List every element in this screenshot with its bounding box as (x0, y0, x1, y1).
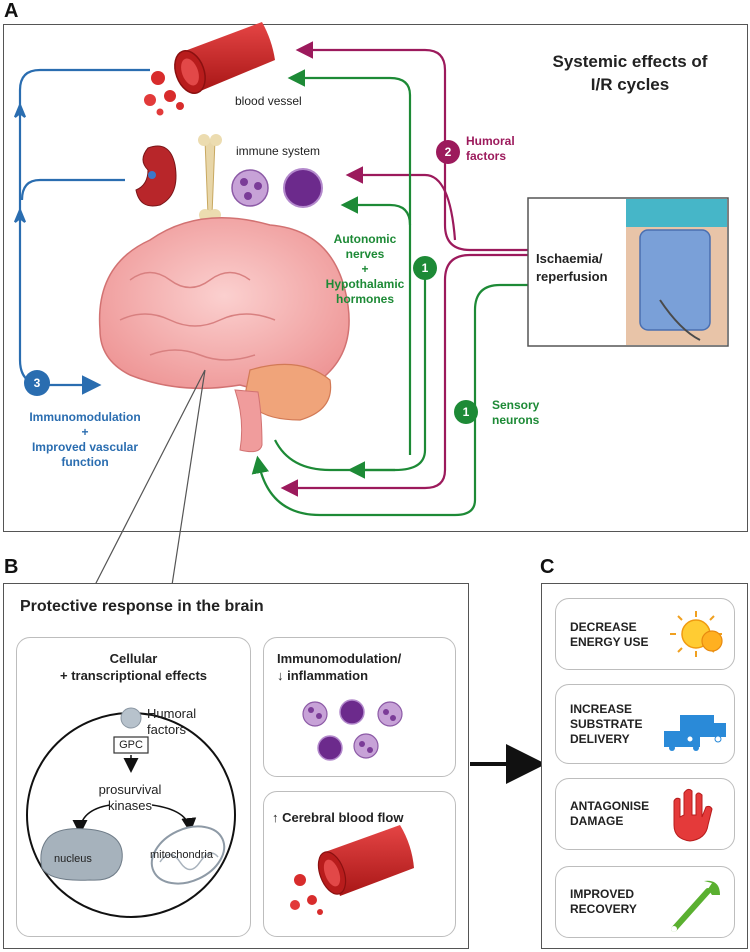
outcome-decrease-line1: DECREASE (570, 620, 637, 634)
cbf-label: Cerebral blood flow (282, 810, 404, 825)
cell-humoral-line1: Humoral (147, 706, 197, 721)
outcome-increase-delivery: INCREASE SUBSTRATE DELIVERY (555, 684, 735, 764)
sun-icon (670, 611, 723, 657)
arm-cuff-image (626, 199, 727, 345)
immune-system-image (135, 134, 323, 221)
ischaemia-line1: Ischaemia/ (536, 251, 603, 266)
panel-c-letter: C (540, 556, 555, 578)
wrench-icon (671, 880, 720, 932)
down-arrow-icon: ↓ (277, 668, 284, 683)
outcome-increase-text: INCREASE SUBSTRATE DELIVERY (570, 702, 642, 747)
humoral-number: 2 (444, 145, 452, 159)
outcome-antagonise-line2: DAMAGE (570, 814, 624, 828)
autonomic-line3: + (361, 262, 369, 276)
outcome-decrease-text: DECREASE ENERGY USE (570, 620, 648, 650)
cell-humoral-label: Humoral factors (147, 706, 196, 738)
sensory-number-badge (454, 400, 478, 424)
immuno-b-line1: Immunomodulation/ (277, 651, 402, 666)
blood-vessel-image (144, 22, 275, 116)
humoral-line2: factors (466, 149, 507, 163)
outcome-decrease-line2: ENERGY USE (570, 635, 649, 649)
outcome-decrease-energy: DECREASE ENERGY USE (555, 598, 735, 670)
autonomic-line4: Hypothalamic (325, 277, 405, 291)
cellular-line1: Cellular (109, 651, 158, 666)
gpc-box (113, 736, 149, 754)
outcome-improved-text: IMPROVED RECOVERY (570, 887, 637, 917)
panel-b-title: Protective response in the brain (20, 598, 264, 615)
sensory-label: Sensory neurons (492, 398, 539, 428)
cellular-line2: + transcriptional effects (59, 668, 208, 683)
zoom-lines (94, 369, 206, 586)
humoral-number-badge (436, 140, 460, 164)
up-arrow-icon: ↑ (272, 810, 279, 825)
immuno-b-title: Immunomodulation/ ↓ inflammation (277, 650, 401, 684)
sensory-line2: neurons (492, 413, 540, 427)
humoral-factor-ball (120, 707, 142, 729)
brain-image (98, 217, 350, 453)
immuno-line2: + (81, 425, 89, 439)
panel-a-letter: A (4, 0, 19, 22)
immuno-line4: function (61, 455, 109, 469)
immune-system-label: immune system (236, 144, 321, 158)
panel-a-title: Systemic effects of I/R cycles (520, 50, 740, 96)
humoral-label: Humoral factors (466, 134, 515, 164)
cellular-title: Cellular + transcriptional effects (16, 650, 251, 684)
immuno-line3: Improved vascular (31, 440, 139, 454)
cell-humoral-line2: factors (147, 722, 187, 737)
outcome-antagonise-line1: ANTAGONISE (570, 799, 650, 813)
autonomic-line5: hormones (335, 292, 394, 306)
immuno-b-line2-wrap: ↓ inflammation (277, 667, 401, 684)
humoral-line1: Humoral (466, 134, 515, 148)
panel-a-title-line2: I/R cycles (590, 75, 670, 94)
truck-icon (664, 715, 726, 751)
outcome-increase-line2: SUBSTRATE (570, 717, 643, 731)
mitochondria-label: mitochondria (150, 849, 213, 861)
prosurvival-label: prosurvival kinases (70, 782, 190, 814)
hand-icon (673, 788, 713, 842)
autonomic-label: Autonomic nerves + Hypothalamic hormones (320, 232, 410, 307)
sensory-number: 1 (462, 405, 470, 419)
outcome-increase-line1: INCREASE (570, 702, 633, 716)
outcome-increase-line3: DELIVERY (570, 732, 630, 746)
immuno-number-badge (24, 370, 50, 396)
outcome-improved-line1: IMPROVED (570, 887, 635, 901)
autonomic-number-badge (413, 256, 437, 280)
immuno-b-line2: inflammation (287, 668, 369, 683)
prosurvival-line2: kinases (107, 798, 153, 813)
outcome-improved-line2: RECOVERY (570, 902, 637, 916)
nucleus-label: nucleus (54, 853, 92, 865)
mitochondria-shape (150, 825, 226, 885)
immuno-number: 3 (33, 376, 41, 390)
prosurvival-line1: prosurvival (98, 782, 162, 797)
outcome-improved-recovery: IMPROVED RECOVERY (555, 866, 735, 938)
cbf-title: ↑ Cerebral blood flow (272, 809, 403, 826)
autonomic-number: 1 (421, 261, 429, 275)
sensory-line1: Sensory (492, 398, 540, 412)
nucleus-shape (40, 828, 123, 881)
outcome-antagonise-text: ANTAGONISE DAMAGE (570, 799, 649, 829)
immuno-label: Immunomodulation + Improved vascular fun… (10, 410, 160, 470)
outcome-antagonise-damage: ANTAGONISE DAMAGE (555, 778, 735, 850)
blood-vessel-label: blood vessel (235, 94, 302, 108)
panel-b-letter: B (4, 556, 19, 578)
autonomic-line2: nerves (345, 247, 385, 261)
panel-a-title-line1: Systemic effects of (552, 52, 708, 71)
autonomic-line1: Autonomic (333, 232, 397, 246)
gpc-label: GPC (119, 739, 143, 751)
ischaemia-label: Ischaemia/ reperfusion (536, 250, 608, 286)
ischaemia-line2: reperfusion (536, 269, 608, 284)
immuno-line1: Immunomodulation (29, 410, 141, 424)
